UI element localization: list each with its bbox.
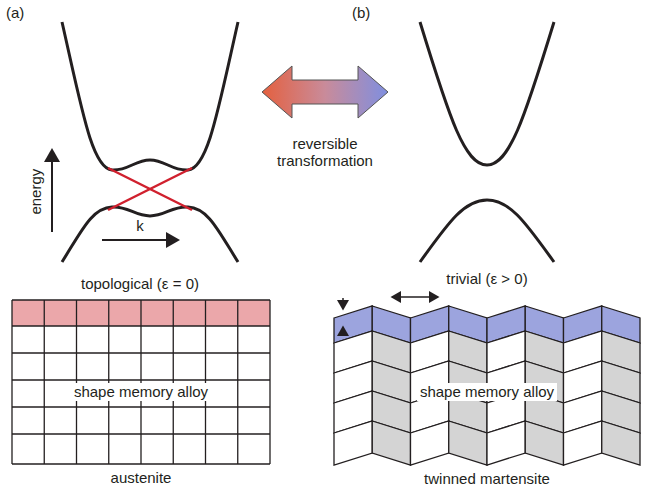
valence-band (420, 200, 554, 262)
strain-marker (342, 298, 344, 309)
axis-label: energy (27, 169, 44, 215)
shift-arrow (392, 296, 415, 298)
lattice-cell (449, 421, 487, 465)
shift-arrow (415, 296, 438, 298)
martensite-block: shape memory alloytwinned martensite (334, 306, 640, 465)
lattice-cell (525, 421, 563, 465)
grid-line (173, 300, 174, 464)
austenite-block: shape memory alloyaustenite (12, 300, 270, 464)
grid-line (44, 300, 45, 464)
lattice-cell (372, 421, 410, 465)
k-axis (102, 239, 178, 241)
lattice-cell (411, 421, 449, 465)
double-arrow (262, 66, 388, 118)
strain-marker (342, 327, 344, 336)
grid-line (108, 300, 109, 464)
arrow-label: reversible transformation (270, 135, 380, 170)
phase-label: topological (ε = 0) (81, 275, 199, 292)
axis-label: k (136, 217, 144, 234)
phase-name: austenite (111, 469, 172, 486)
panel-label: (a) (6, 4, 24, 21)
grid-line (11, 300, 12, 464)
lattice-cell (602, 421, 640, 465)
lattice-grid (12, 300, 270, 464)
valence-band (62, 207, 238, 262)
lattice-cell (334, 421, 372, 465)
grid-line (140, 300, 141, 464)
lattice-cell (564, 421, 602, 465)
lattice-cell (487, 421, 525, 465)
material-label: shape memory alloy (417, 383, 557, 400)
phase-label: trivial (ε > 0) (446, 270, 527, 287)
panel-label: (b) (352, 4, 370, 21)
material-label: shape memory alloy (71, 383, 211, 400)
conduction-band (62, 22, 238, 170)
grid-line (76, 300, 77, 464)
twinned-lattice (334, 306, 640, 465)
energy-axis (51, 150, 53, 232)
surface-state (108, 168, 192, 210)
conduction-band (420, 22, 554, 165)
grid-line (237, 300, 238, 464)
surface-state (108, 168, 192, 210)
grid-line (205, 300, 206, 464)
phase-name: twinned martensite (424, 470, 550, 487)
grid-line (269, 300, 270, 464)
